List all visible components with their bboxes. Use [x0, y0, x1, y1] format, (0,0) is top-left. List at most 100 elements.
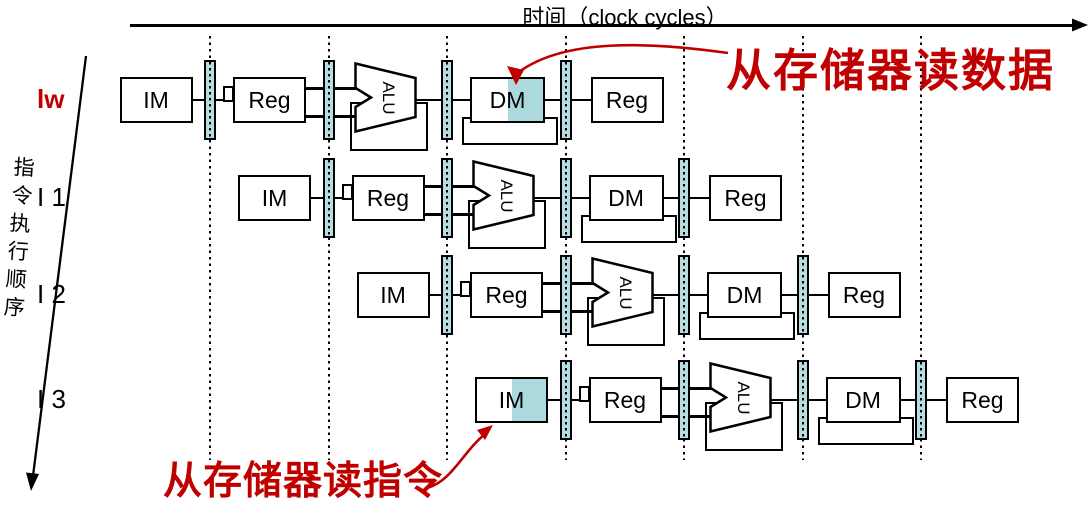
order-axis-label: 指令执行顺序 [0, 155, 35, 325]
pipeline-register-dotted-line [920, 362, 922, 438]
reg-input-notch [578, 386, 590, 402]
pipeline-register [915, 360, 927, 440]
pipeline-register-dotted-line [801, 362, 804, 438]
pipeline-register-dotted-line [327, 62, 330, 138]
reg-read-box-label: Reg [485, 281, 528, 308]
reg-read-box: Reg [588, 377, 662, 423]
reg-write-box-label: Reg [961, 386, 1004, 413]
reg-input-notch [460, 281, 471, 297]
pipeline-register-dotted-line [209, 62, 211, 138]
pipeline-register-dotted-line [564, 62, 567, 138]
alu-polygon: ALU [709, 361, 772, 434]
pipeline-register-dotted-line [446, 62, 448, 138]
read-instruction-annotation: 从存储器读指令 [163, 458, 444, 504]
reg-input-notch [341, 184, 353, 200]
pipeline-register [796, 360, 809, 440]
alu-polygon: ALU [472, 159, 535, 232]
im-box-label: IM [380, 281, 406, 308]
alu-shape: ALU [472, 159, 535, 236]
alu-polygon: ALU [353, 61, 417, 134]
alu-polygon: ALU [590, 256, 654, 329]
im-box: IM [475, 377, 548, 423]
reg-input-notch [223, 86, 234, 102]
read-instruction-arrowhead [477, 425, 493, 440]
pipeline-register [441, 60, 453, 140]
clock-cycle-boundary-line [920, 36, 922, 460]
pipeline-register-dotted-line [683, 362, 685, 438]
pipeline-register-dotted-line [564, 160, 567, 236]
pipeline-register [559, 360, 572, 440]
alu-label: ALU [379, 81, 398, 114]
dm-box-label: DM [726, 281, 763, 308]
reg-write-box: Reg [590, 77, 664, 123]
pipeline-register-dotted-line [446, 160, 448, 236]
clock-cycle-boundary-line [801, 36, 804, 460]
pipeline-register-dotted-line [327, 160, 330, 236]
dm-box: DM [707, 272, 782, 318]
row-label-i2: I 2 [37, 279, 66, 309]
clock-cycle-boundary-line [327, 36, 330, 460]
alu-label: ALU [734, 381, 753, 414]
reg-write-box: Reg [946, 377, 1019, 423]
im-box-label: IM [143, 86, 169, 113]
time-axis-title: 时间（clock cycles） [522, 5, 728, 30]
dm-box-label: DM [608, 184, 644, 211]
reg-read-box: Reg [470, 272, 543, 318]
im-box-label: IM [498, 386, 525, 413]
pipeline-register-dotted-line [446, 257, 448, 333]
alu-shape: ALU [590, 256, 654, 333]
row-label-lw: lw [37, 84, 65, 114]
reg-write-box: Reg [827, 272, 901, 318]
pipeline-register-dotted-line [564, 362, 567, 438]
reg-write-box: Reg [709, 175, 782, 221]
pipeline-register [559, 255, 572, 335]
pipeline-register [204, 60, 216, 140]
stage-highlight [508, 79, 543, 121]
clock-cycle-boundary-line [683, 36, 685, 460]
dm-box-label: DM [845, 386, 881, 413]
read-data-arrow [518, 43, 729, 74]
pipeline-register-dotted-line [801, 257, 804, 333]
reg-read-box: Reg [351, 175, 425, 221]
clock-cycle-boundary-line [446, 36, 448, 460]
dm-box: DM [588, 175, 664, 221]
row-label-i1: I 1 [37, 182, 66, 212]
dm-box: DM [825, 377, 901, 423]
im-box: IM [238, 175, 311, 221]
pipeline-register-dotted-line [564, 257, 567, 333]
reg-write-box-label: Reg [724, 184, 767, 211]
stage-highlight [512, 379, 546, 421]
read-data-annotation: 从存储器读数据 [726, 44, 1056, 97]
clock-cycle-boundary-line [564, 36, 567, 460]
dm-box: DM [470, 77, 545, 123]
row-label-i3: I 3 [37, 384, 66, 414]
dm-box-label: DM [489, 86, 526, 113]
alu-label: ALU [497, 179, 516, 212]
reg-read-box-label: Reg [366, 184, 410, 211]
im-box: IM [119, 77, 193, 123]
alu-shape: ALU [353, 61, 417, 138]
pipeline-register [322, 60, 335, 140]
reg-write-box-label: Reg [842, 281, 886, 308]
pipeline-register [678, 158, 690, 238]
reg-read-box-label: Reg [248, 86, 291, 113]
im-box-label: IM [261, 184, 288, 211]
pipeline-register [559, 158, 572, 238]
pipeline-register [796, 255, 809, 335]
pipeline-register-dotted-line [683, 257, 685, 333]
order-axis-arrowhead [26, 472, 39, 491]
alu-label: ALU [616, 276, 635, 309]
reg-read-box-label: Reg [603, 386, 647, 413]
clock-cycle-boundary-line [209, 36, 211, 460]
pipeline-register [322, 158, 335, 238]
alu-shape: ALU [709, 361, 772, 438]
pipeline-register-dotted-line [683, 160, 685, 236]
pipeline-register [559, 60, 572, 140]
reg-read-box: Reg [233, 77, 306, 123]
pipeline-register [678, 255, 690, 335]
im-box: IM [356, 272, 430, 318]
pipeline-register [441, 255, 453, 335]
reg-write-box-label: Reg [605, 86, 649, 113]
time-axis-line [130, 24, 1080, 27]
